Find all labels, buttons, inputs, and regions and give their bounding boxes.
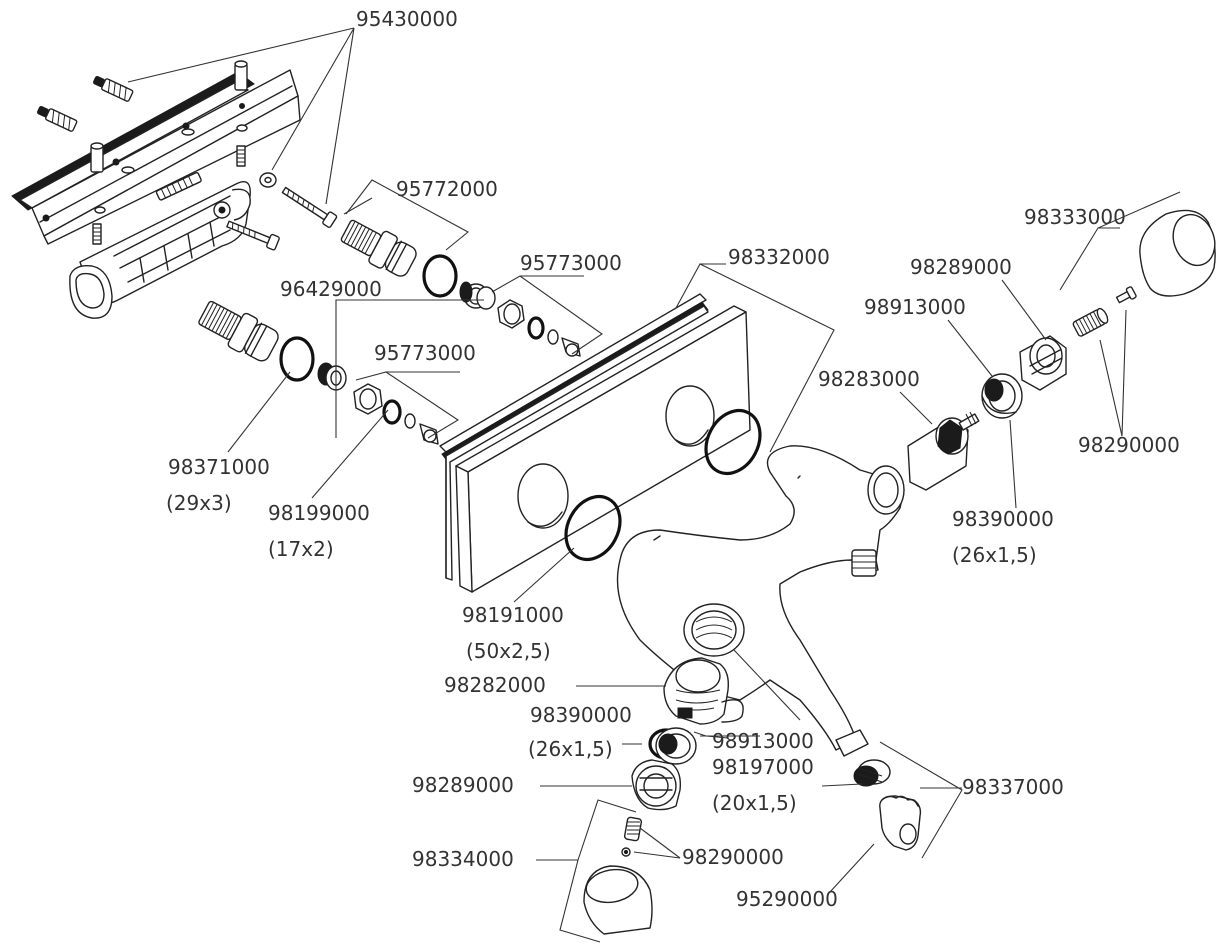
label-left-oring-size: (26x1,5) (528, 737, 613, 761)
label-oring-small: 98199000 (268, 501, 370, 525)
label-body-seal: 96429000 (280, 277, 382, 301)
label-cover-plate: 98332000 (728, 245, 830, 269)
o-ring-icon (564, 408, 762, 562)
label-connector-top: 95772000 (396, 177, 498, 201)
mounting-body-icon (69, 181, 251, 319)
connector-icon (198, 300, 279, 362)
label-right-nut: 98913000 (864, 295, 966, 319)
label-right-oring-size: (26x1,5) (952, 543, 1037, 567)
wall-bracket-icon (11, 60, 301, 245)
knob-icon (1139, 209, 1216, 297)
label-right-oring: 98390000 (952, 507, 1054, 531)
o-ring-icon (422, 254, 496, 310)
cartridge-icon (663, 657, 744, 725)
label-right-screws: 98290000 (1078, 433, 1180, 457)
wall-plug-icon (37, 75, 246, 245)
check-valve-icon (353, 383, 439, 445)
adapter-icon (631, 759, 682, 811)
label-left-nut: 98913000 (712, 729, 814, 753)
valve-body-icon (616, 445, 905, 757)
label-right-cartridge: 98283000 (818, 367, 920, 391)
label-outlet-set: 98337000 (962, 775, 1064, 799)
adapter-icon (1019, 335, 1067, 391)
screw-icon (226, 172, 338, 251)
label-outlet-part: 95290000 (736, 887, 838, 911)
nut-icon (648, 727, 697, 765)
knob-icon (583, 865, 653, 935)
label-left-cartridge: 98282000 (444, 673, 546, 697)
label-left-adapter: 98289000 (412, 773, 514, 797)
label-left-handle: 98334000 (412, 847, 514, 871)
screw-icon (621, 816, 643, 857)
part-labels: 95430000 95772000 95773000 96429000 9577… (166, 7, 1180, 911)
label-right-handle: 98333000 (1024, 205, 1126, 229)
label-left-screws: 98290000 (682, 845, 784, 869)
cover-plate-icon (439, 293, 751, 593)
label-left-oring: 98390000 (530, 703, 632, 727)
label-plate-seal-size: (50x2,5) (466, 639, 551, 663)
label-plate-seal: 98191000 (462, 603, 564, 627)
connector-icon (340, 219, 417, 277)
o-ring-icon (853, 759, 891, 787)
label-mount-bracket: 95430000 (356, 7, 458, 31)
cartridge-icon (907, 411, 980, 491)
nut-icon (981, 373, 1023, 419)
label-outlet-oring-size: (20x1,5) (712, 791, 797, 815)
screw-icon (1072, 286, 1137, 337)
label-check-valve-top: 95773000 (520, 251, 622, 275)
label-oring-small-size: (17x2) (268, 537, 334, 561)
label-oring-large-size: (29x3) (166, 491, 232, 515)
label-outlet-oring: 98197000 (712, 755, 814, 779)
check-valve-icon (497, 299, 581, 357)
spout-icon (879, 795, 922, 851)
label-check-valve-bottom: 95773000 (374, 341, 476, 365)
label-oring-large: 98371000 (168, 455, 270, 479)
label-right-adapter: 98289000 (910, 255, 1012, 279)
leader-lines (127, 27, 1181, 943)
